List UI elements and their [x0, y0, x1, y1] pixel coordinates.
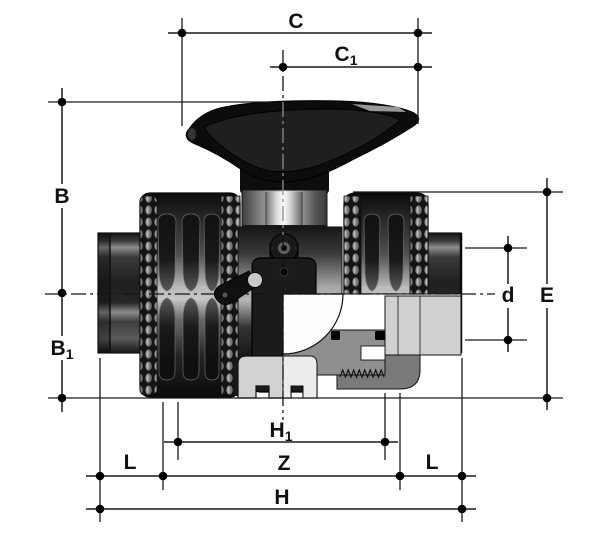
handle-highlight — [352, 104, 406, 112]
dim-label-c: C — [288, 10, 303, 33]
left-union-nut — [139, 192, 241, 398]
valve-graphic — [45, 50, 495, 420]
section-threads — [339, 368, 385, 379]
section-foot — [282, 355, 318, 399]
o-ring-seal — [375, 331, 385, 340]
cross-section — [282, 293, 462, 399]
dim-label-e: E — [540, 284, 554, 307]
centerlines — [45, 50, 495, 420]
o-ring-seal — [331, 331, 340, 340]
dim-label-b1: B1 — [51, 337, 74, 362]
dim-label-h: H — [274, 486, 289, 509]
dim-label-l-right: L — [426, 451, 439, 474]
dimension-annotations: C C1 B B1 E d H1 Z L L H — [48, 10, 563, 522]
left-pipe-stub — [97, 232, 146, 354]
dim-label-l-left: L — [124, 451, 137, 474]
dim-label-z: Z — [278, 452, 291, 475]
dim-label-b: B — [54, 185, 69, 208]
section-end-connector — [384, 295, 462, 356]
dim-label-h1: H1 — [270, 419, 293, 444]
dim-label-d: d — [502, 284, 515, 307]
right-union-nut — [343, 192, 429, 295]
valve-handle — [185, 100, 420, 183]
dim-label-c1: C1 — [335, 43, 358, 68]
dimension-dots — [57, 28, 552, 514]
section-nut-bottom — [336, 354, 421, 390]
section-ball — [282, 293, 344, 355]
